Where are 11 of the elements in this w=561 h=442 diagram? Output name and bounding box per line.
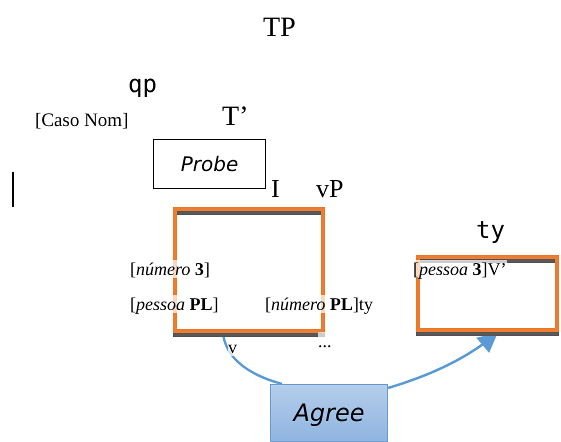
tree-label: ty: [476, 218, 505, 242]
label-box: [270, 384, 388, 442]
label-box: [153, 139, 266, 189]
tree-label: [pessoa PL]: [130, 295, 219, 313]
box-label: Probe: [180, 152, 238, 176]
tree-label: [número PL]ty: [265, 295, 373, 313]
tree-label: [Caso Nom]: [35, 111, 128, 130]
box-label: Agree: [293, 399, 365, 427]
tree-label: [número 3]: [130, 260, 210, 278]
tree-label: [pessoa 3]V’: [413, 260, 506, 278]
tree-label: ...: [318, 332, 332, 350]
